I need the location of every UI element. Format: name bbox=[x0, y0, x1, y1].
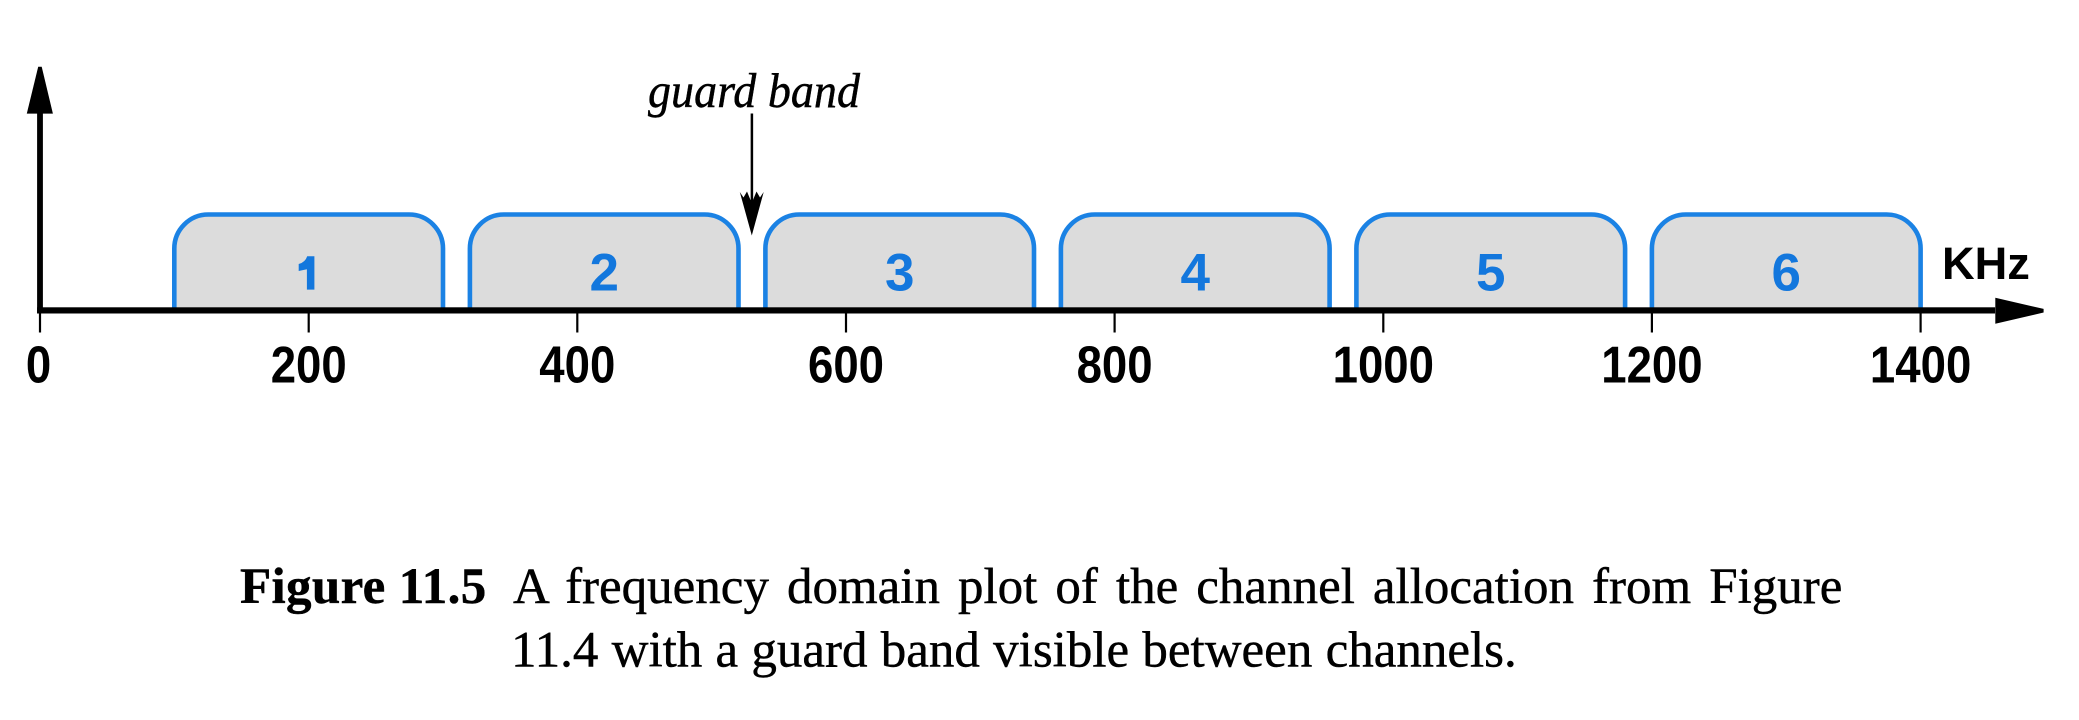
svg-text:0: 0 bbox=[26, 337, 51, 394]
svg-text:KHz: KHz bbox=[1942, 238, 2030, 289]
svg-text:800: 800 bbox=[1077, 337, 1153, 394]
svg-text:6: 6 bbox=[1772, 244, 1801, 303]
svg-text:Figure 11.5: Figure 11.5 bbox=[240, 559, 487, 615]
svg-text:5: 5 bbox=[1476, 244, 1505, 303]
svg-text:guard band: guard band bbox=[648, 63, 860, 118]
svg-text:1200: 1200 bbox=[1601, 337, 1702, 394]
svg-text:200: 200 bbox=[271, 337, 347, 394]
svg-text:1000: 1000 bbox=[1333, 337, 1434, 394]
svg-text:11.4 with a guard band visible: 11.4 with a guard band visible between c… bbox=[511, 623, 1517, 679]
svg-text:1400: 1400 bbox=[1870, 337, 1971, 394]
svg-text:A frequency domain plot of the: A frequency domain plot of the channel a… bbox=[513, 559, 1842, 615]
svg-text:400: 400 bbox=[539, 337, 615, 394]
svg-text:600: 600 bbox=[808, 337, 884, 394]
svg-text:2: 2 bbox=[589, 244, 618, 303]
svg-text:4: 4 bbox=[1180, 244, 1210, 303]
svg-text:3: 3 bbox=[885, 244, 914, 303]
